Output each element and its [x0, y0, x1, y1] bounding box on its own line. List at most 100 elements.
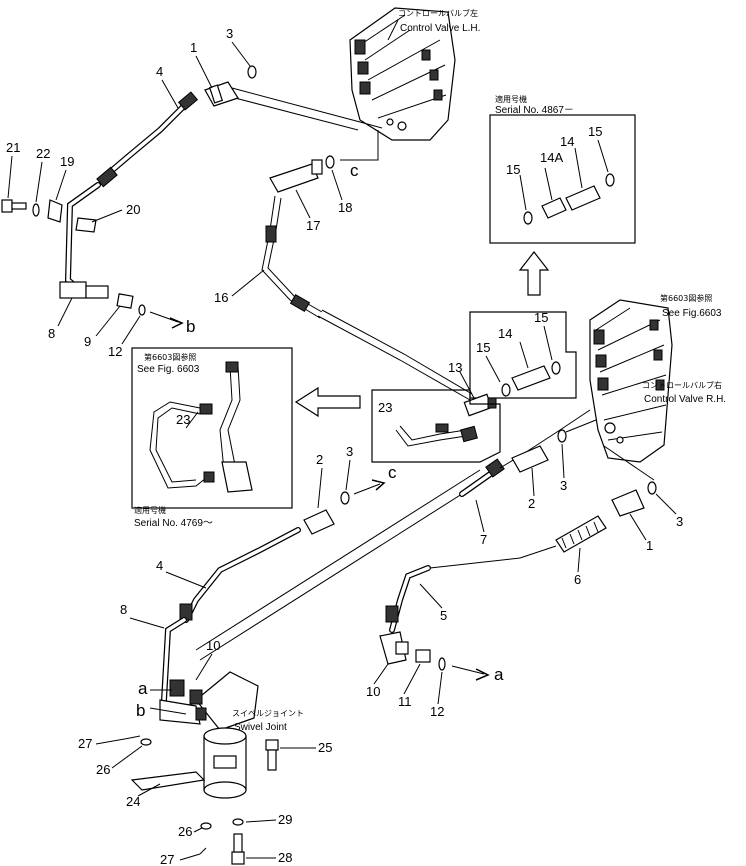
callout-number: 12: [430, 704, 444, 719]
serial-box-inset: [131, 347, 293, 509]
control-valve-left: [349, 7, 456, 141]
washer-22: [32, 203, 40, 217]
o-ring-12-bottom: [438, 657, 446, 671]
o-ring-15-box-a: [523, 211, 533, 225]
o-ring-15-right-b: [551, 361, 561, 375]
callout-number: 20: [126, 202, 140, 217]
washer-26-bottom: [200, 822, 212, 830]
serial-top-jp: 適用号機: [495, 94, 527, 104]
conn-a-swivel: a: [138, 679, 148, 698]
callout-number: 14A: [540, 150, 563, 165]
callout-number: 21: [6, 140, 20, 155]
callouts: 1 3 4 21 22 19 20 8 9 12 17 18 16 15 14A…: [6, 26, 683, 866]
fitting-14-box: [565, 185, 601, 211]
callout-number: 15: [534, 310, 548, 325]
o-ring-3-top: [247, 65, 257, 79]
callout-number: 28: [278, 850, 292, 865]
pin-27-left: [129, 735, 141, 739]
swivel-joint: [159, 671, 259, 799]
o-ring-18: [325, 155, 335, 169]
fig-ref-inset-jp: 第6603図参照: [144, 352, 196, 362]
elbow-17: [269, 159, 323, 193]
fitting-9: [116, 293, 134, 309]
fitting-11: [415, 649, 431, 663]
box-23-center: [371, 389, 501, 463]
hose-4-top: [96, 91, 199, 188]
arrow-left-hollow: [294, 386, 361, 418]
fitting-1-top: [204, 81, 239, 107]
callout-number: 3: [560, 478, 567, 493]
bolt-25: [265, 739, 279, 771]
callout-number: 27: [78, 736, 92, 751]
callout-number: 17: [306, 218, 320, 233]
callout-number: 10: [206, 638, 220, 653]
callout-number: 9: [84, 334, 91, 349]
hose-5: [385, 557, 521, 633]
swivel-jp-label: スイベルジョイント: [232, 709, 304, 718]
o-ring-3-mid: [340, 491, 350, 505]
conn-b-top: b: [186, 317, 195, 336]
o-ring-15-box-b: [605, 173, 615, 187]
callout-number: 16: [214, 290, 228, 305]
bolt-28: [231, 833, 245, 865]
callout-number: 4: [156, 558, 163, 573]
swivel-en-label: Swivel Joint: [234, 722, 287, 733]
fitting-1-right: [611, 489, 645, 517]
callout-number: 23: [176, 412, 190, 427]
callout-number: 12: [108, 344, 122, 359]
callout-number: 19: [60, 154, 74, 169]
elbow-8-top: [59, 281, 87, 299]
pipe-7: [459, 458, 505, 497]
callout-number: 15: [476, 340, 490, 355]
conn-c-top: c: [350, 161, 359, 180]
o-ring-12-top: [138, 304, 146, 316]
pad-20: [75, 217, 97, 233]
callout-number: 8: [48, 326, 55, 341]
callout-number: 2: [316, 452, 323, 467]
callout-number: 14: [498, 326, 512, 341]
callout-number: 13: [448, 360, 462, 375]
inset-piping: [149, 361, 253, 493]
serial-top-en: Serial No. 4867－: [495, 105, 574, 116]
arrow-up-hollow: [518, 251, 550, 296]
cv-right-jp: コントロールバルブ右: [642, 380, 722, 390]
hose-6: [555, 515, 607, 553]
o-ring-15-right-a: [501, 383, 511, 397]
callout-number: 11: [398, 694, 412, 709]
callout-number: 4: [156, 64, 163, 79]
fitting-14-right: [511, 365, 551, 391]
cv-right-en: Control Valve R.H.: [644, 394, 726, 405]
o-ring-3-right: [557, 429, 567, 443]
callout-number: 24: [126, 794, 140, 809]
conn-b-swivel: b: [136, 701, 145, 720]
fig-ref-inset-en: See Fig. 6603: [137, 364, 200, 375]
callout-number: 10: [366, 684, 380, 699]
callout-number: 29: [278, 812, 292, 827]
callout-number: 22: [36, 146, 50, 161]
callout-number: 2: [528, 496, 535, 511]
serial-inset-en: Serial No. 4769～: [134, 518, 213, 529]
fitting-2-right: [511, 445, 549, 473]
callout-number: 3: [676, 514, 683, 529]
hose-4-bottom: [179, 527, 301, 623]
conn-c-mid: c: [388, 463, 397, 482]
fitting-14A-box: [541, 197, 567, 219]
fitting-2-left: [303, 509, 335, 535]
pin-27-bottom: [199, 847, 207, 855]
tee-13: [463, 393, 497, 417]
clamp-19: [47, 199, 63, 223]
tee-10-right: [379, 631, 409, 665]
cv-left-jp-label: コントロールバルブ左: [398, 8, 478, 18]
callout-number: 15: [506, 162, 520, 177]
washer-29: [232, 818, 244, 826]
washer-26-left: [140, 738, 152, 746]
callout-number: 7: [480, 532, 487, 547]
callout-number: 15: [588, 124, 602, 139]
callout-number: 23: [378, 400, 392, 415]
control-valve-right: [589, 299, 673, 463]
serial-box-top: [489, 114, 636, 244]
bracket-24: [130, 771, 206, 791]
callout-number: 25: [318, 740, 332, 755]
callout-number: 8: [120, 602, 127, 617]
